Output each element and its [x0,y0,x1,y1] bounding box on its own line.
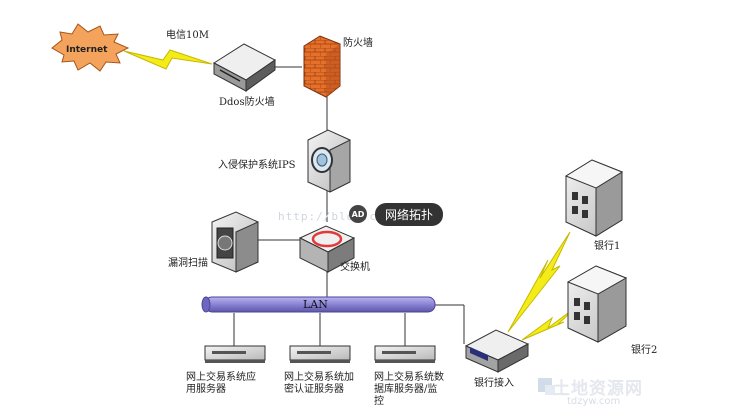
overlay-badge[interactable]: AD 网络拓扑 [349,202,444,226]
server-app-icon [204,345,266,363]
ips-device-icon [307,129,351,193]
server-crypto-icon [289,345,351,363]
bank-access-router-icon [464,329,530,373]
internet-cloud-icon [51,23,130,72]
watermark-logo-icon [538,378,555,395]
lightning-isp-link-icon [123,49,213,70]
bank2-building-icon [566,265,628,343]
watermark-main-text: 土地资源网 [553,379,643,399]
lan-label: LAN [303,298,328,311]
ddos-firewall-device-icon [213,43,276,92]
connection-lines [233,66,465,346]
server-crypto-label: 网上交易系统加密认证服务器 [284,372,354,395]
server-db-icon [374,345,436,363]
bank1-building-icon [564,159,624,237]
ad-icon: AD [349,205,367,223]
bank-access-label: 银行接入 [474,378,514,389]
firewall-label: 防火墙 [343,38,373,49]
lan-bus [201,296,436,313]
isp-link-label: 电信10M [166,30,209,41]
vuln-scanner-device-icon [211,211,259,273]
ips-label: 入侵保护系统IPS [218,160,296,171]
switch-label: 交换机 [340,262,370,273]
lightning-bank1-link-icon [507,231,571,333]
internet-label: Internet [66,45,108,55]
switch-device-icon [298,225,356,273]
bank1-label: 银行1 [594,241,621,252]
bank2-label: 银行2 [631,345,658,356]
firewall-brick-icon [303,35,341,98]
server-db-label: 网上交易系统数据库服务器/监控 [374,372,444,407]
watermark-sub-text: tdzyw.com [567,396,621,407]
overlay-badge-label: 网络拓扑 [375,202,444,226]
site-watermark: 土地资源网 tdzyw.com [535,374,665,410]
server-app-label: 网上交易系统应用服务器 [186,372,256,395]
ddos-firewall-label: Ddos防火墙 [219,97,275,108]
vuln-scan-label: 漏洞扫描 [168,258,208,269]
